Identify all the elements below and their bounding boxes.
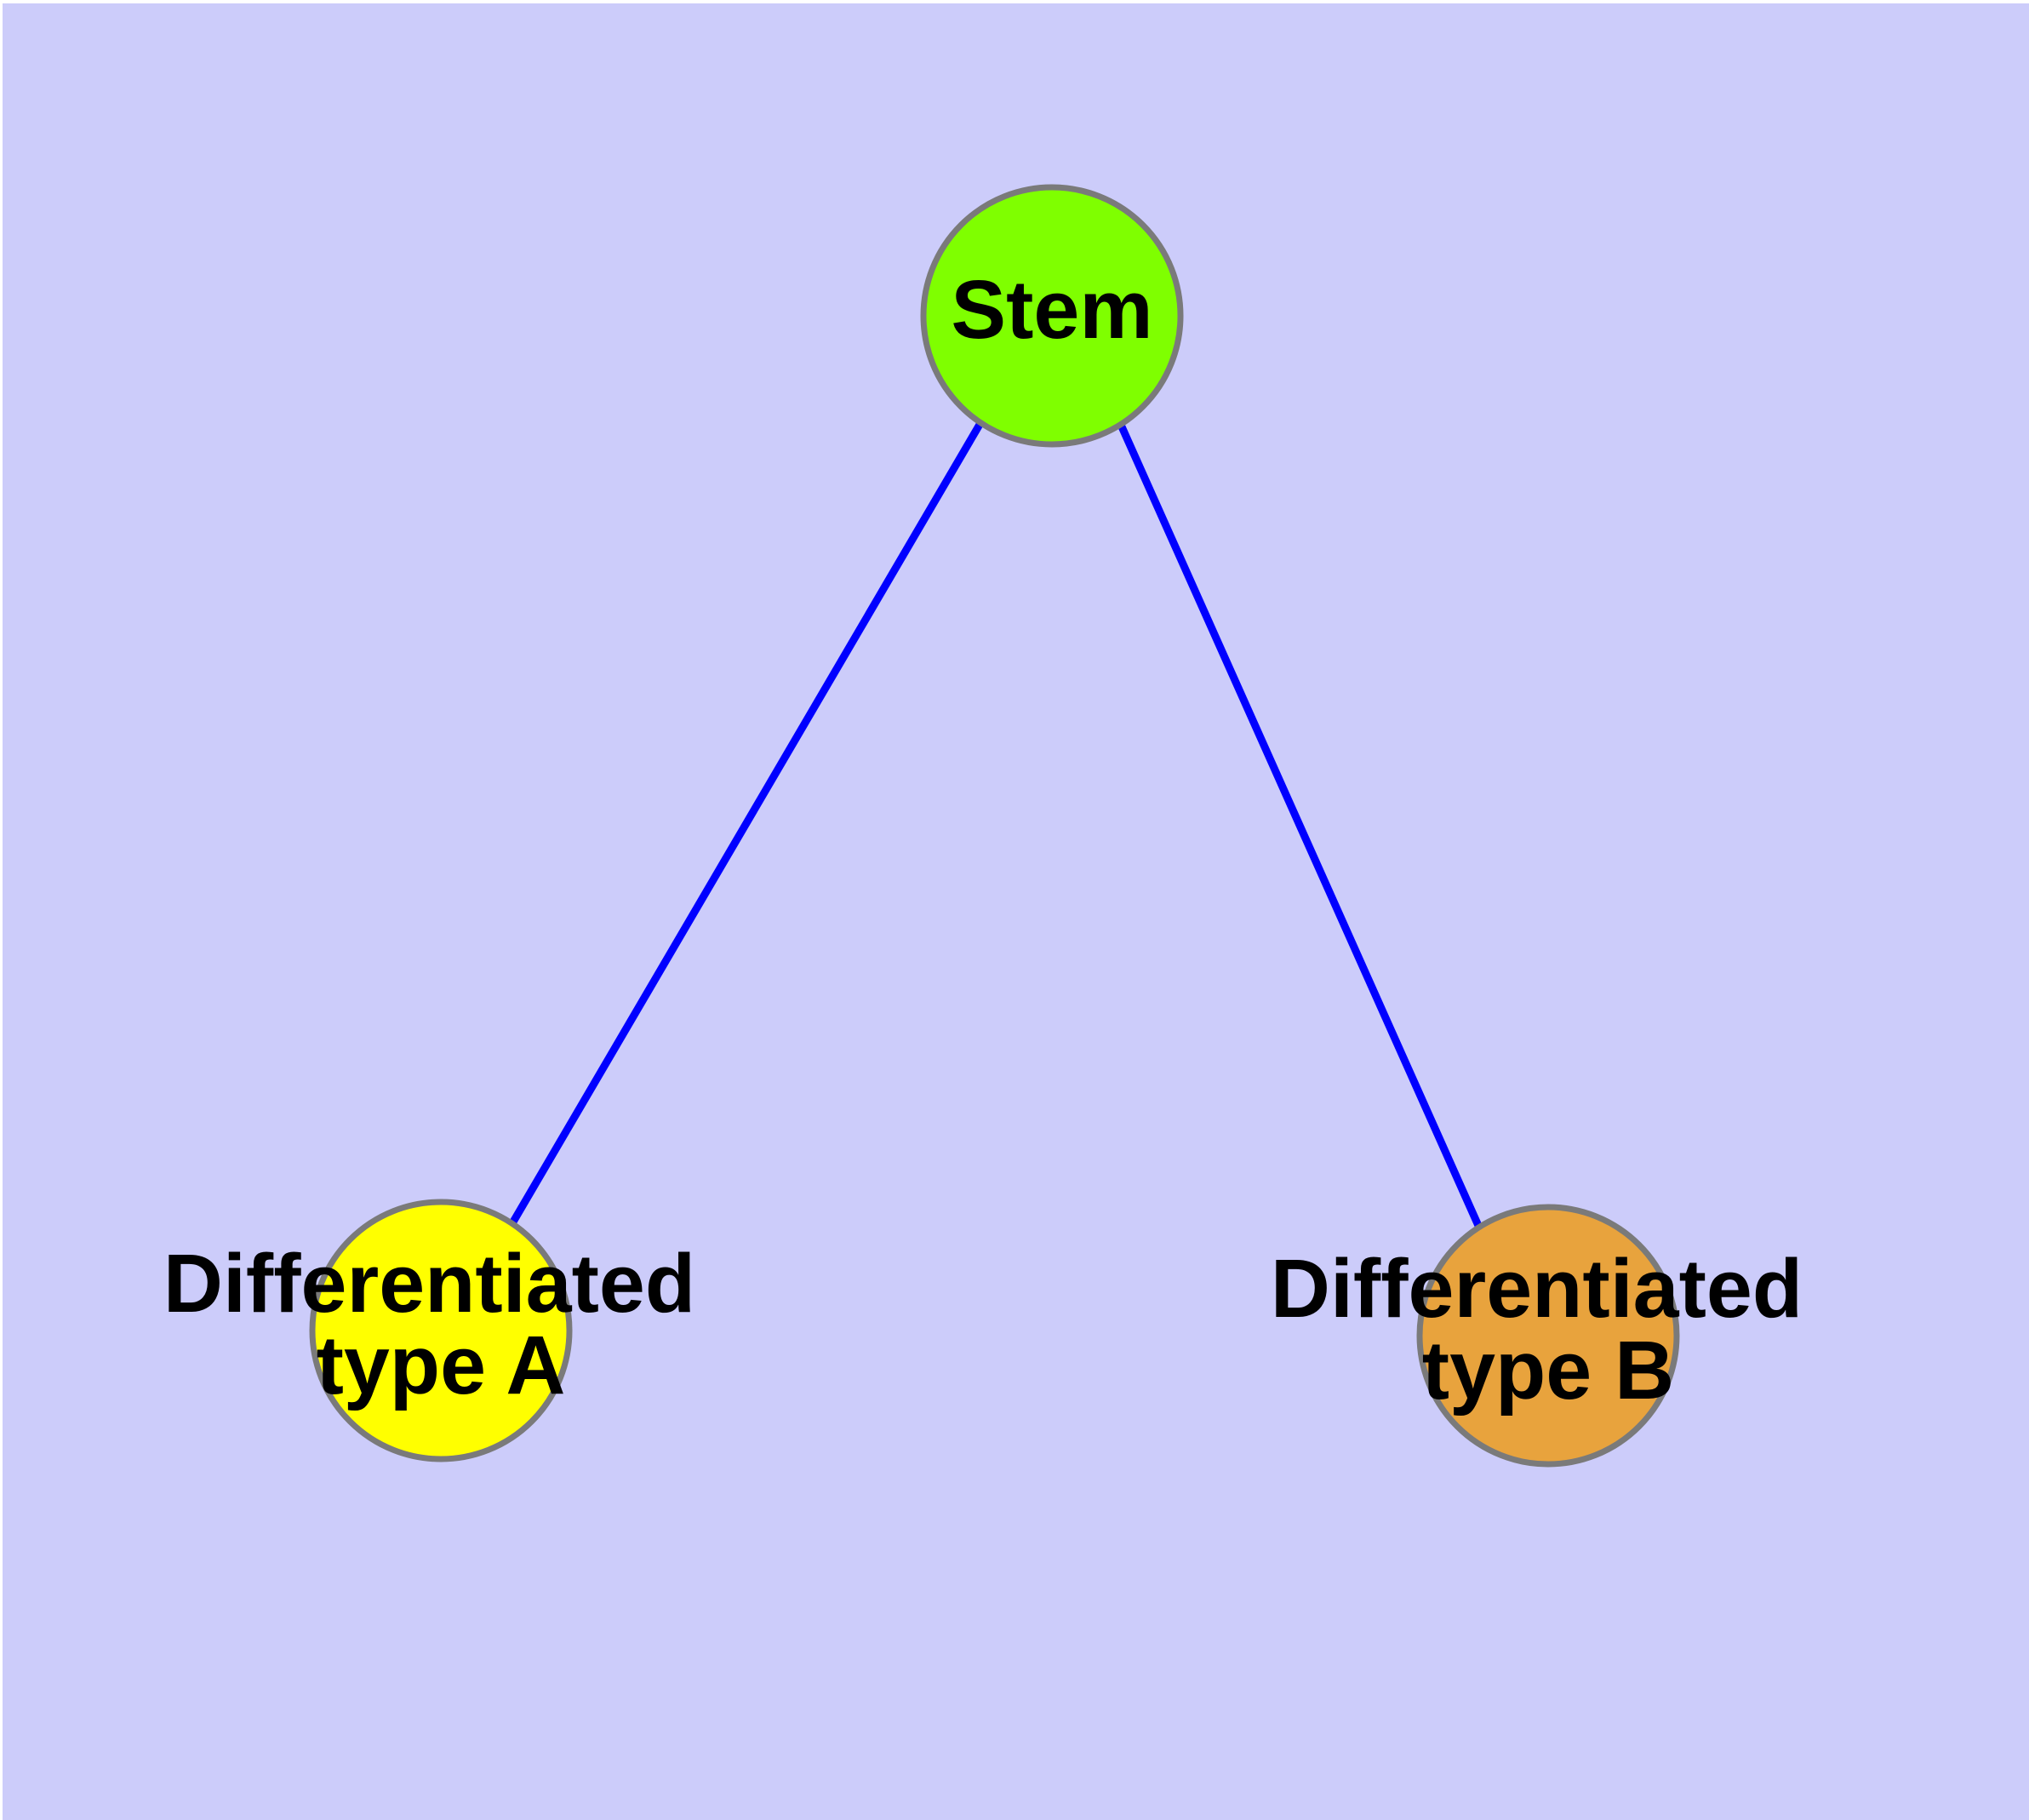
node-differentiated-type-b-label: Differentiated type B: [1271, 1242, 1826, 1417]
nodes-layer: Stem Differentiated type A Differentiate…: [163, 184, 1826, 1468]
node-differentiated-type-a-label: Differentiated type A: [163, 1237, 718, 1411]
node-differentiated-type-b-circle[interactable]: [1416, 1204, 1680, 1468]
edge-stem-to-differentiated-type-b[interactable]: [1117, 423, 1483, 1229]
node-differentiated-type-b[interactable]: Differentiated type B: [1271, 1204, 1826, 1468]
node-stem-circle[interactable]: [920, 184, 1184, 448]
node-differentiated-type-a-circle[interactable]: [309, 1199, 573, 1462]
edge-stem-to-differentiated-type-a[interactable]: [509, 421, 984, 1226]
node-differentiated-type-a[interactable]: Differentiated type A: [163, 1199, 718, 1462]
edges-layer: [509, 421, 1483, 1229]
node-stem-label: Stem: [951, 263, 1152, 356]
node-stem[interactable]: Stem: [920, 184, 1184, 448]
